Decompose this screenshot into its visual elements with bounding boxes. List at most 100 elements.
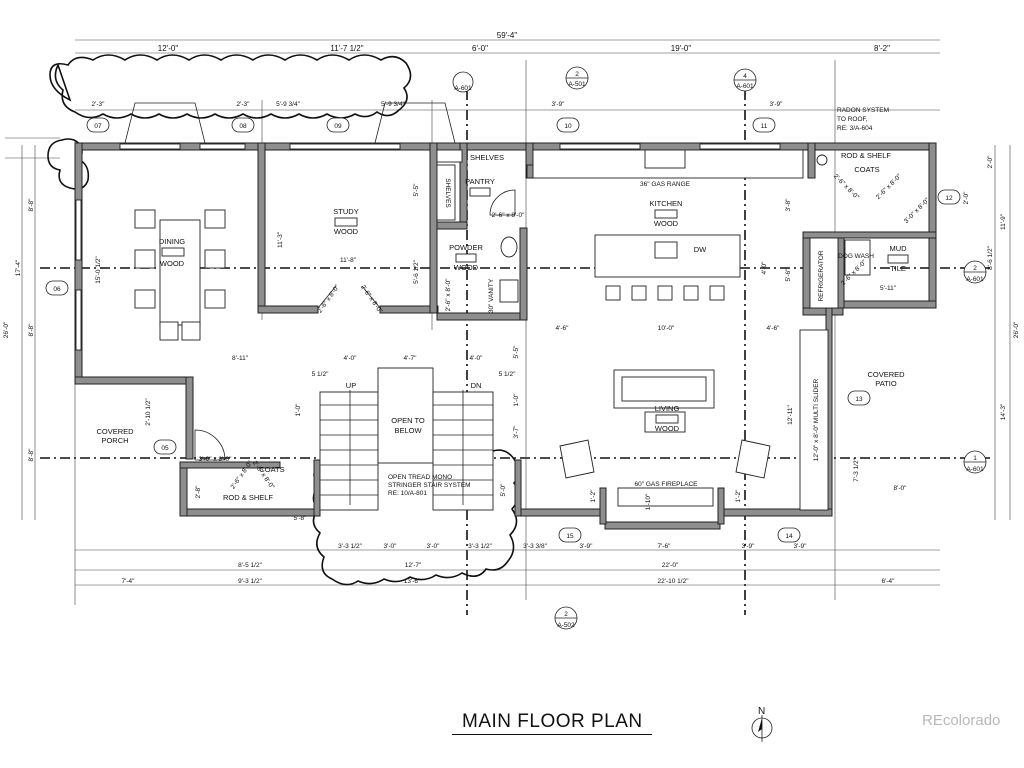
wall-fridge-left <box>802 231 811 315</box>
dim-sm3: 5'-8" <box>294 515 308 522</box>
wall-powder-bottom <box>436 312 528 321</box>
wall-pantry-bottom <box>436 221 468 230</box>
room-kitchen: KITCHEN <box>650 199 683 208</box>
dim-left-4: 26'-0" <box>3 321 10 338</box>
dim-left-3: 8'-8" <box>28 323 35 337</box>
dim-overall: 59'-4" <box>497 31 518 40</box>
door-coats-upper-b: 2'-6" x 8'-0" <box>875 172 904 201</box>
north-label: N <box>758 706 766 717</box>
room-powder: POWDER <box>449 243 483 252</box>
dim-ls-v3: 1'-0" <box>513 393 520 407</box>
section-right2-sheet: A-601 <box>966 466 984 473</box>
dim-stair-l: 8'-11" <box>232 355 249 362</box>
dim-fp-d: 1'-10" <box>645 493 652 510</box>
dim-top2-6: 3'-9" <box>770 101 784 108</box>
wall-powder-right <box>519 227 528 321</box>
wall-lower-coat-left <box>179 461 188 517</box>
door-entry: 3'-0" x 8'-0" <box>199 456 232 463</box>
dim-top2-2: 2'-3" <box>237 101 251 108</box>
porch-line1: COVERED <box>96 427 134 436</box>
dim-stair-c: 4'-0" <box>470 355 484 362</box>
dog-wash <box>844 239 871 276</box>
dim-ls-v2: 3'-7" <box>513 425 520 439</box>
dim-b1-4: 3'-3 1/2" <box>468 543 492 550</box>
dim-kitchen-w: 10'-0" <box>658 325 675 332</box>
wall-lower-coat-top <box>179 461 281 469</box>
dim-b1-8: 3'-9" <box>742 543 756 550</box>
dim-sm1: 1'-0" <box>295 403 302 417</box>
tag-15: 15 <box>566 533 574 540</box>
dim-half1: 5 1/2" <box>312 371 329 378</box>
dim-porch-h: 2'-10 1/2" <box>145 398 152 426</box>
section-top1-num: 2 <box>575 71 579 78</box>
dining-table <box>159 219 201 326</box>
dim-dining-w: 15'-0 1/2" <box>95 256 102 284</box>
dim-k-v2: 5'-6" <box>785 268 792 282</box>
wall-stair-right <box>514 459 522 517</box>
door-swing-study-l <box>317 285 337 309</box>
tag-13: 13 <box>855 396 863 403</box>
dimension-text: 59'-4" 12'-0" 11'-7 1/2" 6'-0" 19'-0" 8'… <box>3 31 1020 585</box>
room-pantry: PANTRY <box>465 177 495 186</box>
watermark: REcolorado <box>922 712 1001 729</box>
dim-sm2: 2'-8" <box>195 485 202 499</box>
dim-b2-3: 22'-0" <box>662 562 679 569</box>
dim-b1-7: 7'-6" <box>658 543 672 550</box>
dim-b1-6: 3'-9" <box>580 543 594 550</box>
patio-line2: PATIO <box>875 379 897 388</box>
section-top2-num: 4 <box>743 73 747 80</box>
stair-dn-label: DN <box>471 381 482 390</box>
dim-half2: 5 1/2" <box>499 371 516 378</box>
window-tags: 07 08 09 10 11 12 13 14 15 05 06 <box>45 117 961 543</box>
dw-label: DW <box>694 245 707 254</box>
wall-fp-right <box>717 487 725 525</box>
dim-mud-w: 5'-11" <box>880 285 897 292</box>
room-powder-floor: WOOD <box>454 263 479 272</box>
dim-k-v: 3'-8" <box>785 198 792 212</box>
stairs <box>319 367 494 511</box>
dim-k-right: 4'-6" <box>767 325 781 332</box>
radon-line1: RADON SYSTEM <box>837 107 889 114</box>
dim-top-1: 12'-0" <box>158 44 179 53</box>
multi-slider-label: 12'-0" x 8'-0" MULTI SLIDER <box>813 378 820 461</box>
dim-b2-2: 12'-7" <box>405 562 422 569</box>
room-mud-floor: TILE <box>890 264 906 273</box>
dim-left-5: 8'-8" <box>28 448 35 462</box>
section-right1-sheet: A-601 <box>966 276 984 283</box>
dim-top2-1: 2'-3" <box>92 101 106 108</box>
door-closet: 3'-0" x 8'-0" <box>903 196 932 225</box>
dim-b1-5: 3'-3 3/8" <box>523 543 547 550</box>
dim-study-w: 11'-8" <box>340 257 357 264</box>
tag-07: 07 <box>94 123 102 130</box>
fireplace <box>617 487 714 507</box>
dim-b2-1: 8'-5 1/2" <box>238 562 262 569</box>
coats-lower: COATS <box>259 465 284 474</box>
fireplace-label: 60" GAS FIREPLACE <box>635 481 699 488</box>
section-top1-sheet: A-501 <box>568 81 586 88</box>
stair-up-label: UP <box>346 381 356 390</box>
open-tread-line3: RE: 10/A-801 <box>388 490 427 497</box>
door-swing-pantry <box>489 189 516 216</box>
section-right2-num: 1 <box>973 455 977 462</box>
dim-top-5: 8'-2" <box>874 44 890 53</box>
wall-study-bottom-r <box>379 305 439 314</box>
dim-right-4: 8'-6 1/2" <box>987 245 994 269</box>
shelves-side: SHELVES <box>444 178 451 208</box>
north-arrow-icon <box>751 715 773 742</box>
open-below-line2: BELOW <box>394 426 422 435</box>
dim-right-1: 2'-0" <box>987 155 994 169</box>
dim-b3-2: 9'-3 1/2" <box>238 578 262 585</box>
door-pantry: 2'-6" x 8'-0" <box>492 212 525 219</box>
bay-window-right <box>374 102 456 144</box>
door-study-right: 2'-6" x 8'-0" <box>359 284 384 315</box>
dimension-lines <box>5 39 1011 586</box>
dim-left-1: 8'-8" <box>28 198 35 212</box>
tag-14: 14 <box>785 533 793 540</box>
dim-powder-h: 4'-0" <box>761 261 768 275</box>
dim-stair-b: 4'-7" <box>404 355 418 362</box>
section-markers: 2 A-501 4 A-601 A-601 2 A-601 1 A-601 2 … <box>452 66 987 630</box>
open-below-line1: OPEN TO <box>391 416 425 425</box>
wall-study-left <box>257 142 266 314</box>
wall-coats-upper <box>807 142 816 179</box>
